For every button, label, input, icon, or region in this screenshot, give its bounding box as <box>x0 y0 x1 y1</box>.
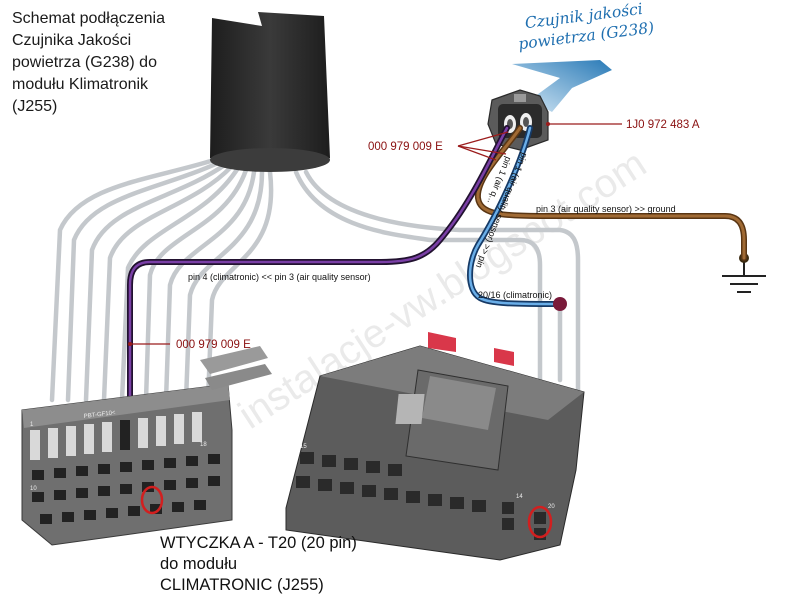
harness-sleeve <box>210 12 330 172</box>
pin-20-16-junction <box>553 297 567 311</box>
title-line: powietrza (G238) do <box>12 54 157 71</box>
connector-caption: WTYCZKA A - T20 (20 pin) do modułu CLIMA… <box>160 533 357 596</box>
title-line: (J255) <box>12 98 58 115</box>
right-highlight-circle <box>527 505 553 539</box>
left-connector-code: PBT-GF10< <box>84 410 117 420</box>
title-line: Czujnika Jakości <box>12 32 132 49</box>
left-pin-label-1: 1 <box>30 422 34 428</box>
leader-dot <box>128 342 132 346</box>
title-line: Schemat podłączenia <box>12 10 165 27</box>
wire-label-purple: pin 4 (climatronic) << pin 3 (air qualit… <box>188 272 371 282</box>
right-pin-label-14: 14 <box>516 494 523 500</box>
title-line: modułu Klimatronik <box>12 76 149 93</box>
ground-icon <box>722 258 766 293</box>
leader-lines <box>130 123 622 345</box>
caption-line: do modułu <box>160 555 238 573</box>
left-pin-label-18: 18 <box>200 442 207 448</box>
part-number-pin-terminal-left: 000 979 009 E <box>176 339 251 351</box>
right-pin-label-20: 20 <box>548 504 555 510</box>
left-connector-t20: PBT-GF10< 1 10 18 <box>21 346 272 546</box>
right-connector-climatronic: 15 20 14 <box>285 332 585 561</box>
left-highlight-circle <box>140 485 164 515</box>
part-number-sensor-connector: 1J0 972 483 A <box>626 119 700 131</box>
diagram-title: Schemat podłączenia Czujnika Jakości pow… <box>12 8 212 118</box>
left-pin-label-10: 10 <box>30 486 37 492</box>
wire-label-ground: pin 3 (air quality sensor) >> ground <box>536 204 676 214</box>
caption-line: CLIMATRONIC (J255) <box>160 576 324 594</box>
caption-line: WTYCZKA A - T20 (20 pin) <box>160 534 357 552</box>
right-pin-label-15: 15 <box>300 444 307 450</box>
part-number-pin-terminal-top: 000 979 009 E <box>368 141 443 153</box>
leader-dot <box>546 122 550 126</box>
wire-label-blue-pin: 20/16 (climatronic) <box>478 290 552 300</box>
